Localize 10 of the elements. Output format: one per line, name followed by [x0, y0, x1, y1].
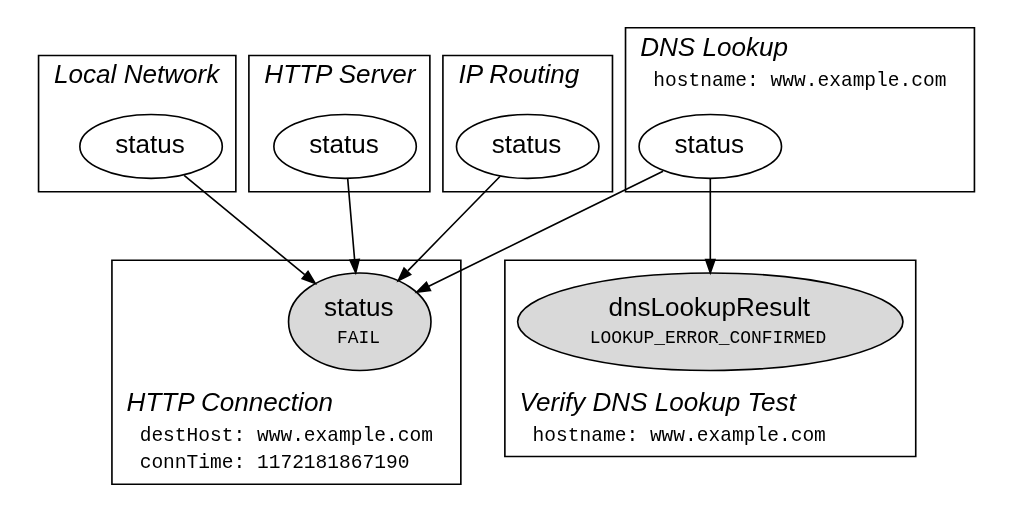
arrow	[396, 175, 501, 283]
node-ellipse: status	[79, 113, 224, 180]
node-ellipse: status	[455, 113, 600, 180]
node-ellipse: dnsLookupResult LOOKUP_ERROR_CONFIRMED	[516, 272, 904, 372]
node-ellipse: status	[273, 113, 418, 180]
arrow	[704, 178, 716, 276]
arrow	[414, 170, 664, 294]
arrow	[183, 174, 318, 285]
arrow	[346, 178, 361, 276]
node-ellipse: status	[638, 113, 783, 180]
